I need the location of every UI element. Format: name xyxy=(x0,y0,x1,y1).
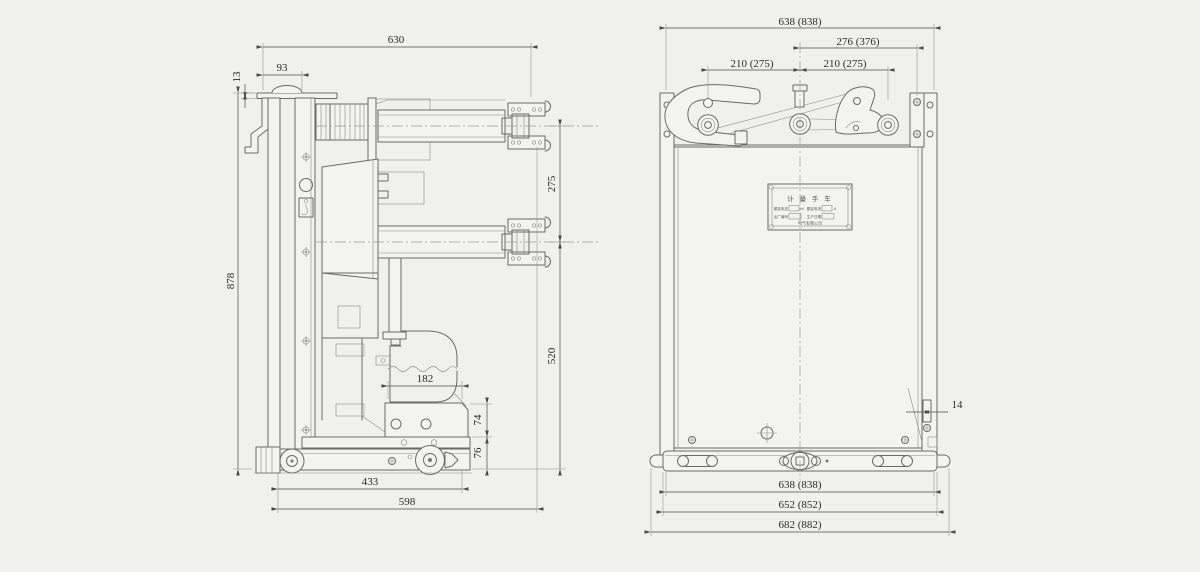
dim-630-label: 630 xyxy=(388,34,405,46)
dim-upper-right-label: 276 (376) xyxy=(836,36,879,48)
dim-275-label: 275 xyxy=(546,175,558,192)
lower-frame xyxy=(321,272,386,433)
rear-wheel xyxy=(279,448,305,474)
dim-base-inner-label: 638 (838) xyxy=(778,479,821,491)
top-handle xyxy=(244,85,338,154)
dim-base-rail-label: 652 (852) xyxy=(778,499,821,511)
dim-base-overall-label: 682 (882) xyxy=(778,519,821,531)
guide-shoe xyxy=(255,446,281,474)
side-view: 630 93 13 878 275 520 182 74 76 xyxy=(225,34,600,513)
dim-93-label: 93 xyxy=(277,62,289,74)
latch-claw xyxy=(835,86,885,135)
rear-mid-box xyxy=(375,171,425,205)
nameplate-row1-right: 额定电流 xyxy=(807,206,822,211)
nameplate-row2-left: 出厂编号 xyxy=(774,214,789,219)
dim-598-label: 598 xyxy=(399,496,416,508)
insulated-pole xyxy=(321,158,389,280)
stem-and-elbow xyxy=(375,257,458,403)
nameplate-row2-right: 生产日期 xyxy=(807,214,822,219)
dim-520-label: 520 xyxy=(546,347,558,364)
front-wheel xyxy=(415,445,459,475)
base-and-wheels xyxy=(254,445,472,475)
dim-76-label: 76 xyxy=(472,447,484,459)
nameplate-title: 计 量 手 车 xyxy=(787,194,832,203)
dim-182-label: 182 xyxy=(417,373,434,385)
guide-plate xyxy=(922,399,932,423)
nameplate: 计 量 手 车 额定电压 kV 额定电流 A 出厂编号 生产日期 电气有限公司 xyxy=(767,183,853,231)
operating-mechanism xyxy=(664,84,925,148)
panel-hole xyxy=(299,178,313,192)
nameplate-row1-right-unit: A xyxy=(834,207,837,211)
dim-878-label: 878 xyxy=(225,272,237,289)
right-handle-slot xyxy=(872,455,913,467)
left-rail xyxy=(659,92,675,461)
dim-pitch-right-label: 210 (275) xyxy=(823,58,866,70)
dim-74-label: 74 xyxy=(472,414,484,426)
dim-top-width-label: 638 (838) xyxy=(778,16,821,28)
dim-pitch-left-label: 210 (275) xyxy=(730,58,773,70)
nameplate-row1-left-unit: kV xyxy=(800,207,805,211)
front-panel xyxy=(267,97,316,459)
break-line xyxy=(387,366,458,372)
dim-433-label: 433 xyxy=(362,476,379,488)
dim-plate-label: 14 xyxy=(952,399,964,411)
dim-13-label: 13 xyxy=(231,71,243,83)
lead-screw-tip xyxy=(444,451,459,469)
front-view: 计 量 手 车 额定电压 kV 额定电流 A 出厂编号 生产日期 电气有限公司 xyxy=(644,16,964,536)
front-view-dimensions: 638 (838) 276 (376) 210 (275) 210 (275) … xyxy=(644,16,964,536)
mounting-bracket xyxy=(301,393,471,449)
nameplate-footer: 电气有限公司 xyxy=(798,220,822,226)
side-view-dimensions: 630 93 13 878 275 520 182 74 76 xyxy=(225,34,566,513)
left-handle-slot xyxy=(677,455,718,467)
nameplate-row1-left: 额定电压 xyxy=(774,206,789,211)
lifting-hook-icon xyxy=(298,197,314,218)
